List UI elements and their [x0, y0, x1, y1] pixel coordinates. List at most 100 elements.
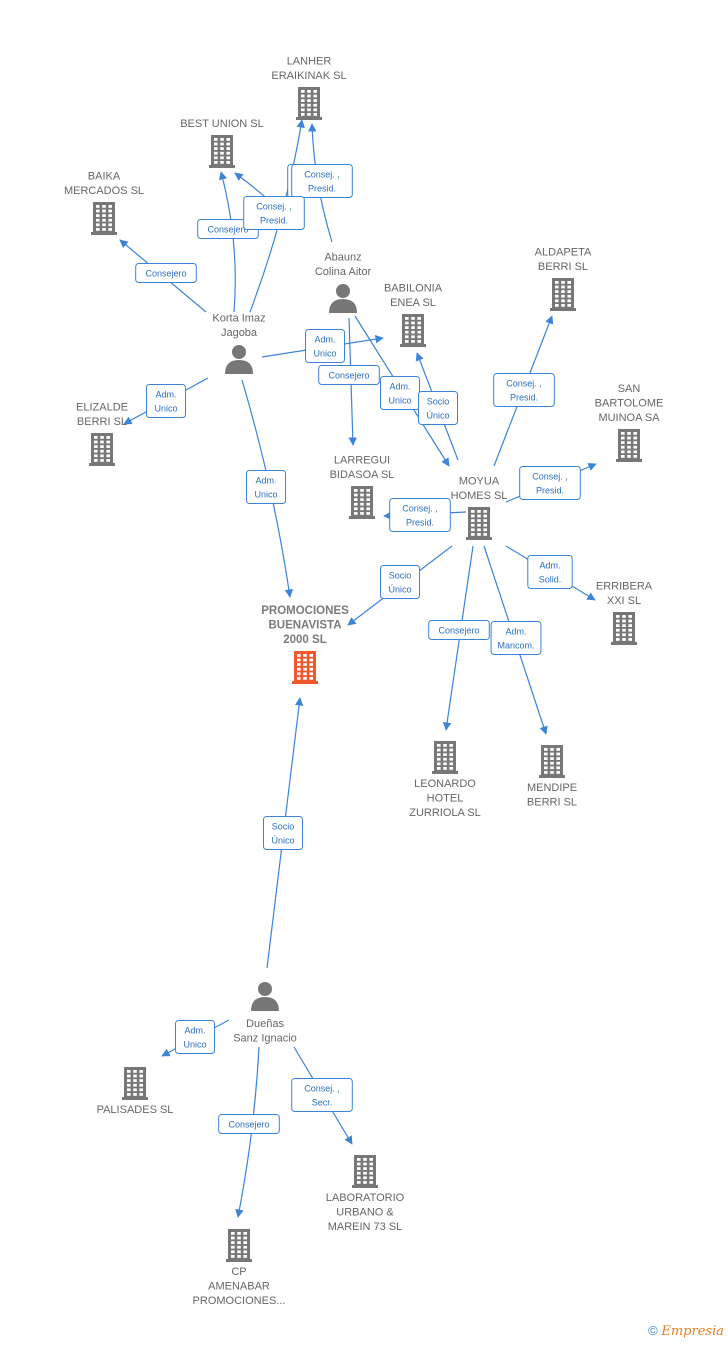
node-label: Sanz Ignacio [233, 1033, 297, 1045]
node-label: BAIKA [88, 171, 121, 183]
edge-moyua-mendipe: Adm.Mancom. [483, 545, 548, 735]
node-leonardo[interactable]: LEONARDO HOTEL ZURRIOLA SL [409, 741, 481, 819]
node-label: URBANO & [336, 1207, 394, 1219]
edge-label-text: Presid. [260, 216, 288, 226]
edge-label-text: Consejero [207, 225, 248, 235]
node-label: HOTEL [427, 793, 464, 805]
edge-label-text: Consejero [328, 371, 369, 381]
node-label: LEONARDO [414, 778, 476, 790]
node-bestunion[interactable]: BEST UNION SL [180, 118, 264, 168]
edge-abaunz-bestunion: Consej. ,Presid. [234, 172, 305, 231]
edge-label-text: Adm. [539, 561, 560, 571]
edge-label-box[interactable] [318, 365, 380, 385]
edge-label-box[interactable] [218, 1114, 280, 1134]
edge-label-box[interactable] [519, 466, 581, 500]
edge-duenas-cpamenabar: Consejero [218, 1046, 280, 1218]
edge-label-box[interactable] [291, 1078, 353, 1112]
edge-label-box[interactable] [291, 164, 353, 198]
edge-label-text: Unico [254, 490, 277, 500]
edge-label-text: Adm. [155, 390, 176, 400]
building-icon [466, 507, 492, 540]
edge-label-box[interactable] [490, 621, 542, 655]
node-label: Colina Aitor [315, 266, 372, 278]
edge-label-text: Socio [272, 822, 295, 832]
edge-label-box[interactable] [493, 373, 555, 407]
edge-label-box[interactable] [135, 263, 197, 283]
brand-logo: Empresia [661, 1324, 724, 1339]
node-label: ERRIBERA [596, 581, 653, 593]
edge-label-box[interactable] [263, 816, 303, 850]
edge-label-box[interactable] [246, 470, 286, 504]
node-label: BARTOLOME [595, 398, 664, 410]
edge-label-text: Unico [154, 404, 177, 414]
node-cpamenabar[interactable]: CPAMENABARPROMOCIONES... [193, 1229, 286, 1307]
edge-moyua-larregui: Consej. ,Presid. [383, 498, 467, 532]
node-label: SAN [618, 383, 641, 395]
edge-korta-elizalde: Adm. Unico [123, 377, 209, 425]
node-sanbartolome[interactable]: SAN BARTOLOME MUINOA SA [595, 383, 664, 462]
node-label: MENDIPE [527, 782, 577, 794]
edge-moyua-erribera: Adm.Solid. [505, 545, 596, 601]
node-label: Abaunz [324, 252, 361, 264]
edge-label-box[interactable] [380, 565, 420, 599]
edge-moyua-sanbartolome: Consej. ,Presid. [505, 463, 597, 503]
edge-label-text: Adm. [184, 1026, 205, 1036]
edge-label-box[interactable] [146, 384, 186, 418]
edge-label-text: Socio [427, 397, 450, 407]
edge-label-text: Presid. [308, 184, 336, 194]
node-label: BEST UNION SL [180, 118, 264, 130]
edge-label-box[interactable] [175, 1020, 215, 1054]
edge-label-text: Adm. [314, 335, 335, 345]
edge-label-box[interactable] [527, 555, 573, 589]
edge-line [218, 171, 236, 313]
edge-label-text: Socio [389, 571, 412, 581]
edge-abaunz-moyua: Adm.Unico [354, 315, 450, 467]
edge-moyua-aldapeta: Consej. ,Presid. [493, 315, 555, 467]
edge-label-text: Presid. [510, 393, 538, 403]
node-label: ZURRIOLA SL [409, 807, 481, 819]
edge-label-box[interactable] [428, 620, 490, 640]
building-icon [91, 202, 117, 235]
building-icon [122, 1067, 148, 1100]
node-label: PROMOCIONES... [193, 1295, 286, 1307]
node-label: Jagoba [221, 327, 258, 339]
edge-label-text: Adm. [255, 476, 276, 486]
node-mendipe[interactable]: MENDIPE BERRI SL [527, 745, 577, 809]
edge-label-text: Consejero [438, 626, 479, 636]
edge-label-box[interactable] [243, 196, 305, 230]
edge-label-box[interactable] [418, 391, 458, 425]
node-label: MUINOA SA [598, 412, 660, 424]
building-icon [226, 1229, 252, 1262]
edge-label-box[interactable] [305, 329, 345, 363]
node-palisades[interactable]: PALISADES SL [97, 1067, 174, 1116]
node-label: 2000 SL [283, 634, 326, 646]
edge-label-text: Presid. [406, 518, 434, 528]
edge-label-text: Consej. , [304, 170, 340, 180]
building-icon [432, 741, 458, 774]
node-label: BERRI SL [527, 797, 577, 809]
edge-label-box[interactable] [389, 498, 451, 532]
edge-label-text: Unico [313, 349, 336, 359]
building-icon [539, 745, 565, 778]
node-label: CP [231, 1266, 246, 1278]
person-icon [225, 345, 253, 374]
node-label: ELIZALDE [76, 402, 128, 414]
edge-korta-promociones: Adm. Unico [241, 379, 294, 598]
